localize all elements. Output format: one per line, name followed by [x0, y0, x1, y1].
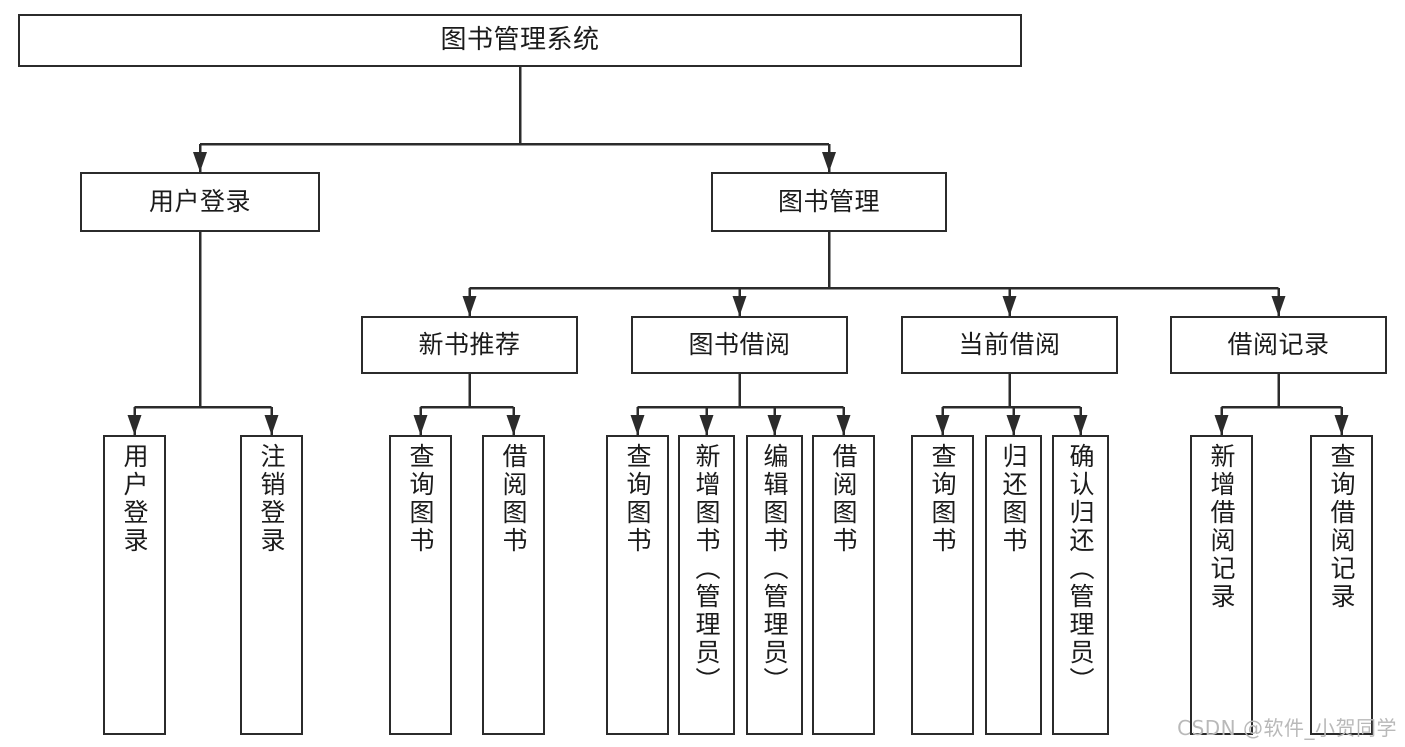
connector-arrowhead [413, 415, 428, 435]
node-label: 借阅图书 [829, 443, 858, 555]
node-label: 图书借阅 [688, 330, 791, 359]
node-label: 用户登录 [120, 443, 149, 555]
node-leaf-query-book-3[interactable]: 查询图书 [911, 435, 974, 735]
node-label: 图书管理 [777, 187, 880, 216]
node-leaf-borrow-book-2[interactable]: 借阅图书 [812, 435, 875, 735]
node-label: 图书管理系统 [440, 24, 600, 55]
watermark-text: CSDN @软件_小贺同学 [1177, 716, 1397, 740]
node-label: 新书推荐 [418, 330, 521, 359]
connector-arrowhead [1271, 296, 1286, 316]
node-label: 编辑图书（管理员） [760, 443, 789, 695]
node-leaf-user-logout[interactable]: 注销登录 [240, 435, 303, 735]
node-bookmgmt[interactable]: 图书管理 [711, 172, 947, 232]
node-label: 查询图书 [623, 443, 652, 555]
node-label: 查询借阅记录 [1327, 443, 1356, 611]
node-leaf-query-record[interactable]: 查询借阅记录 [1310, 435, 1373, 735]
node-login[interactable]: 用户登录 [80, 172, 320, 232]
connector-arrowhead [506, 415, 521, 435]
node-borrow[interactable]: 图书借阅 [631, 316, 848, 374]
node-leaf-edit-book[interactable]: 编辑图书（管理员） [746, 435, 803, 735]
connector-arrowhead [935, 415, 950, 435]
node-label: 查询图书 [406, 443, 435, 555]
connector-arrowhead [264, 415, 279, 435]
connector-arrowhead [630, 415, 645, 435]
node-leaf-query-book-1[interactable]: 查询图书 [389, 435, 452, 735]
node-label: 归还图书 [999, 443, 1028, 555]
node-label: 借阅图书 [499, 443, 528, 555]
node-leaf-add-record[interactable]: 新增借阅记录 [1190, 435, 1253, 735]
node-label: 注销登录 [257, 443, 286, 555]
node-leaf-borrow-book-1[interactable]: 借阅图书 [482, 435, 545, 735]
node-leaf-confirm-return[interactable]: 确认归还（管理员） [1052, 435, 1109, 735]
connector-arrowhead [1334, 415, 1349, 435]
connector-arrowhead [1214, 415, 1229, 435]
node-label: 新增图书（管理员） [692, 443, 721, 695]
connector-arrowhead [127, 415, 142, 435]
connector-arrowhead [193, 152, 207, 172]
node-label: 当前借阅 [958, 330, 1061, 359]
node-newrec[interactable]: 新书推荐 [361, 316, 578, 374]
node-leaf-add-book[interactable]: 新增图书（管理员） [678, 435, 735, 735]
connector-arrowhead [699, 415, 714, 435]
node-label: 借阅记录 [1227, 330, 1330, 359]
node-label: 新增借阅记录 [1207, 443, 1236, 611]
node-root[interactable]: 图书管理系统 [18, 14, 1022, 67]
node-label: 查询图书 [928, 443, 957, 555]
connector-arrowhead [1073, 415, 1088, 435]
connector-arrowhead [1002, 296, 1017, 316]
connector-arrowhead [1006, 415, 1021, 435]
node-history[interactable]: 借阅记录 [1170, 316, 1387, 374]
connector-arrowhead [767, 415, 782, 435]
node-label: 用户登录 [148, 187, 251, 216]
connector-arrowhead [836, 415, 851, 435]
connector-arrowhead [822, 152, 836, 172]
node-current[interactable]: 当前借阅 [901, 316, 1118, 374]
node-leaf-query-book-2[interactable]: 查询图书 [606, 435, 669, 735]
node-leaf-return-book[interactable]: 归还图书 [985, 435, 1042, 735]
connector-arrowhead [732, 296, 747, 316]
node-leaf-user-login[interactable]: 用户登录 [103, 435, 166, 735]
node-label: 确认归还（管理员） [1066, 443, 1095, 695]
connector-arrowhead [462, 296, 477, 316]
